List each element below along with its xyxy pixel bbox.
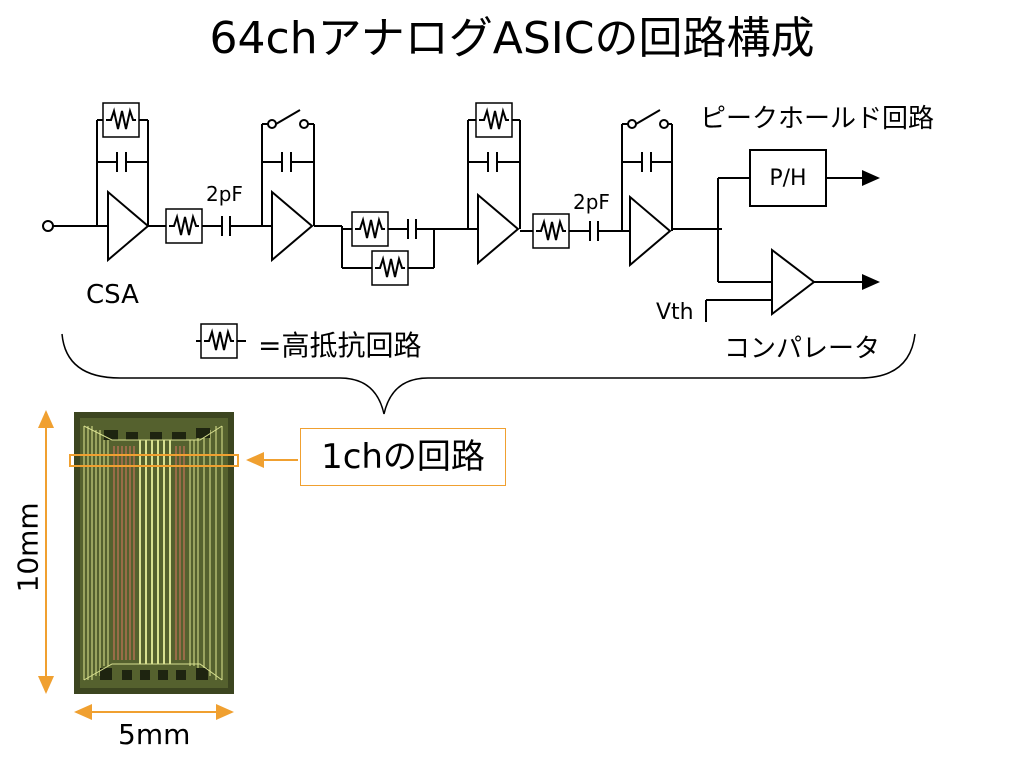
peak-hold-label: ピークホールド回路	[700, 104, 935, 134]
dimension-width-label: 5mm	[118, 718, 191, 751]
feedback-resistor-1	[102, 102, 140, 138]
capacitor-2-label: 2pF	[573, 190, 610, 214]
feedback-resistor-2	[475, 102, 513, 138]
capacitor-1-label: 2pF	[206, 182, 243, 206]
callout-1ch: 1chの回路	[300, 428, 506, 486]
group-brace	[61, 333, 916, 415]
legend-label: =高抵抗回路	[258, 329, 422, 362]
slide-title: 64chアナログASICの回路構成	[209, 13, 815, 64]
csa-label: CSA	[86, 280, 139, 310]
csa-amplifier	[107, 189, 150, 263]
chip-photo	[69, 412, 239, 694]
comparator-label: コンパレータ	[724, 334, 881, 364]
vth-label: Vth	[656, 300, 694, 325]
input-terminal	[42, 220, 54, 232]
series-resistor-2	[532, 213, 570, 249]
comparator	[771, 247, 816, 317]
legend-resistor-icon	[200, 323, 238, 359]
amplifier-4	[629, 194, 672, 268]
ph-box-label: P/H	[769, 166, 807, 191]
series-resistor-1	[165, 208, 203, 244]
amplifier-3	[477, 192, 520, 266]
dimension-height-label: 10mm	[11, 502, 45, 593]
amplifier-2	[271, 189, 314, 263]
peak-hold-box	[749, 149, 827, 207]
resistor-parallel-upper	[351, 211, 389, 247]
resistor-parallel-lower	[371, 250, 409, 286]
